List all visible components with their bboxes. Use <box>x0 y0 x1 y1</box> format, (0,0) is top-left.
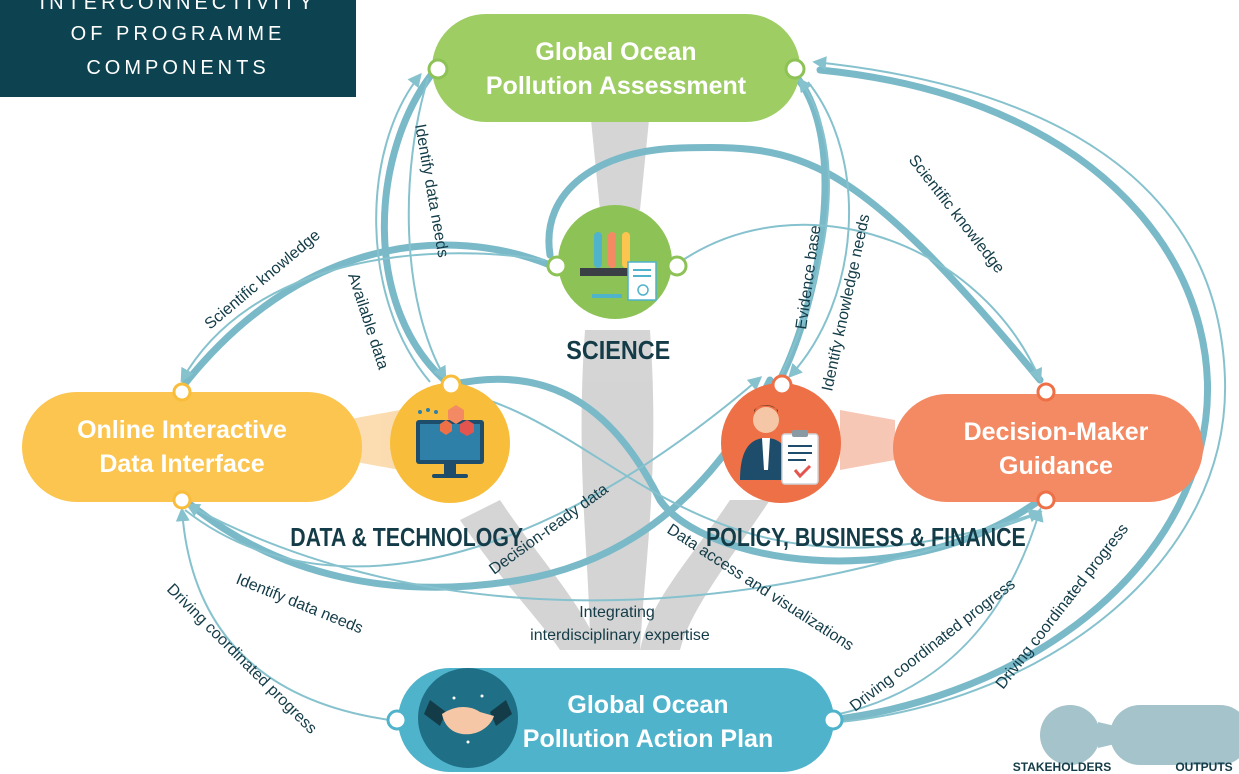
arrow-policy-to-assessment <box>779 77 830 379</box>
output-guidance: Decision-Maker Guidance <box>893 394 1203 502</box>
label-integrating-2: interdisciplinary expertise <box>530 627 710 644</box>
loop-data-guidance <box>446 375 1044 565</box>
label-integrating-1: Integrating <box>579 604 655 621</box>
loop-assessment-data <box>380 66 454 389</box>
arrow-lines <box>175 56 1227 723</box>
arrow-driving-right-outer <box>812 56 1227 723</box>
band-science-action <box>581 330 654 650</box>
arrow-data-access <box>449 389 1043 549</box>
legend-output-swatch <box>1110 705 1239 765</box>
dot-policy-top <box>771 374 793 396</box>
action-plan-title-2: Pollution Action Plan <box>523 725 773 753</box>
title-line-3: COMPONENTS <box>86 57 270 79</box>
integrating-arrow-2 <box>611 652 625 660</box>
dot-guidance-top <box>1036 382 1056 402</box>
thick-loops <box>176 66 1211 724</box>
title-box: INTERCONNECTIVITY OF PROGRAMME COMPONENT… <box>0 0 356 97</box>
dot-interface-top <box>172 382 192 402</box>
arrow-data-ready <box>184 376 763 568</box>
legend-outputs-label: OUTPUTS <box>1175 760 1232 774</box>
data-interface-title-2: Data Interface <box>99 450 264 478</box>
dot-guidance-bottom <box>1036 490 1056 510</box>
integrating-arrow-3 <box>664 652 678 660</box>
label-identify-knowledge-needs: Identify knowledge needs <box>819 213 873 393</box>
stakeholder-data-tech: DATA & TECHNOLOGY <box>290 383 523 553</box>
stakeholder-action <box>418 668 518 768</box>
title-line-1: INTERCONNECTIVITY <box>39 0 317 14</box>
band-policy-action <box>640 500 770 650</box>
legend-stakeholder-swatch <box>1040 705 1100 765</box>
title-line-2: OF PROGRAMME <box>70 23 286 45</box>
arrow-driving-left <box>175 507 391 721</box>
guidance-title-1: Decision-Maker <box>964 418 1149 446</box>
connector-dots <box>172 58 1056 731</box>
arrow-identify-data-needs <box>185 503 1036 602</box>
guidance-title-2: Guidance <box>999 452 1113 480</box>
gray-bands <box>345 110 895 650</box>
loop-science-interface <box>176 241 554 394</box>
band-policy-guidance <box>840 410 895 470</box>
assessment-title-2: Pollution Assessment <box>486 72 747 100</box>
loop-action-assessment <box>816 66 1211 724</box>
policy-circle <box>721 383 841 503</box>
dot-data-tech-top <box>440 374 462 396</box>
assessment-pill <box>432 14 800 122</box>
data-interface-title-1: Online Interactive <box>77 416 287 444</box>
dot-science-right <box>666 255 688 277</box>
dot-action-right <box>822 709 844 731</box>
stakeholder-science: SCIENCE <box>558 205 672 365</box>
arrow-assessment-to-data <box>407 77 447 381</box>
label-identify-data-needs-top: Identify data needs <box>411 123 451 259</box>
legend: STAKEHOLDERS OUTPUTS <box>1013 705 1239 774</box>
dot-science-left <box>546 255 568 277</box>
stakeholder-policy: POLICY, BUSINESS & FINANCE <box>706 383 1026 553</box>
dot-assessment-right <box>784 58 806 80</box>
legend-stakeholders-label: STAKEHOLDERS <box>1013 760 1111 774</box>
integrating-arrows <box>558 652 678 660</box>
policy-label: POLICY, BUSINESS & FINANCE <box>706 523 1026 553</box>
dot-action-left <box>386 709 408 731</box>
label-scientific-knowledge-right: Scientific knowledge <box>905 152 1008 277</box>
arrow-science-to-guidance <box>679 223 1043 383</box>
computer-monitor-icon <box>416 405 484 478</box>
businessman-clipboard-icon <box>740 405 819 485</box>
action-plan-title-1: Global Ocean <box>567 691 728 719</box>
arrow-driving-right-inner <box>834 507 1044 716</box>
data-interface-pill <box>22 392 362 502</box>
label-evidence-base: Evidence base <box>793 224 824 330</box>
handshake-icon <box>424 694 512 744</box>
guidance-pill <box>893 394 1203 502</box>
lab-flasks-icon <box>580 232 657 301</box>
dot-interface-bottom <box>172 490 192 510</box>
arrow-science-to-interface <box>180 252 546 383</box>
dot-assessment-left <box>427 58 449 80</box>
loop-science-guidance <box>545 144 1044 384</box>
assessment-title-1: Global Ocean <box>535 38 696 66</box>
data-tech-label: DATA & TECHNOLOGY <box>290 523 523 553</box>
output-assessment: Global Ocean Pollution Assessment <box>432 14 800 122</box>
arrow-data-to-assessment <box>375 72 431 383</box>
science-label: SCIENCE <box>566 337 670 365</box>
output-data-interface: Online Interactive Data Interface <box>22 392 362 502</box>
integrating-arrow-1 <box>558 652 572 660</box>
